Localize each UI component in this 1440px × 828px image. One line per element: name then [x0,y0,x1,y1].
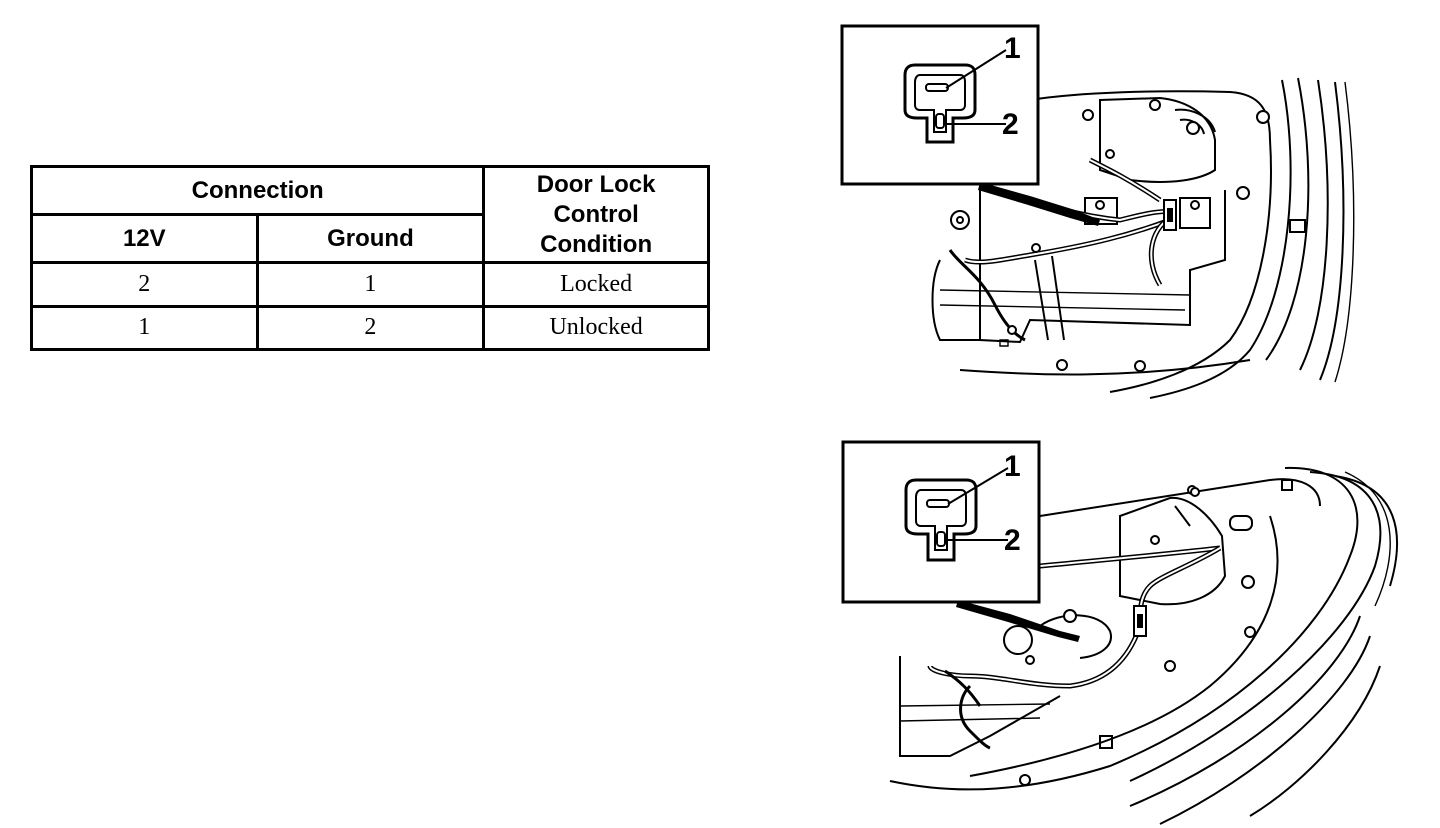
header-connection: Connection [29,164,486,217]
cell-condition: Locked [482,261,710,308]
cell-ground: 1 [255,261,486,308]
callout-2: 2 [1002,108,1019,141]
rear-door-actuator-diagram: 1 2 [841,440,1399,825]
connector-inset: 1 2 [840,24,1040,186]
table-row: 2 1 Locked [30,261,710,308]
header-12v: 12V [30,213,259,265]
callout-1: 1 [1004,450,1021,483]
header-condition-line-3: Condition [540,230,653,258]
door-panel-illustration [931,77,1355,399]
callout-2: 2 [1004,524,1021,557]
table-row: 1 2 Unlocked [30,304,710,352]
header-ground: Ground [255,213,486,265]
front-door-actuator-diagram: 1 2 [840,24,1355,399]
cell-ground: 2 [255,304,486,352]
connector-inset: 1 2 [841,440,1041,604]
door-lock-connection-table: Connection Door Lock Control Condition 1… [29,164,710,352]
header-condition-line-2: Control [553,200,639,228]
header-condition-line-1: Door Lock [536,170,656,198]
cell-12v: 1 [30,304,259,352]
door-panel-illustration [889,466,1399,825]
header-door-lock-control-condition: Door Lock Control Condition [482,164,710,265]
callout-1: 1 [1004,32,1021,65]
cell-condition: Unlocked [482,304,710,352]
cell-12v: 2 [30,261,259,308]
